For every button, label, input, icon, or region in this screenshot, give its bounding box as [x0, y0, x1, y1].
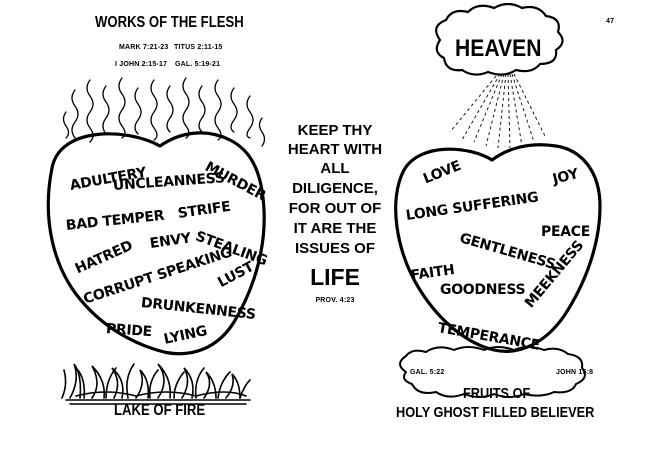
bottom-cloud-icon: [399, 346, 586, 398]
verse-line-3: ALL: [320, 160, 350, 177]
ref-gal-flesh: GAL. 5:19-21: [175, 61, 221, 68]
ref-titus: TITUS 2:11-15: [174, 44, 223, 51]
fruits-of-label: FRUITS OF: [463, 385, 531, 402]
right-heart-shape: [394, 143, 602, 353]
verse-line-5: FOR OUT OF: [288, 200, 382, 217]
verse-line-6: IT ARE THE: [293, 220, 377, 237]
verse-line-1: KEEP THY: [297, 122, 373, 139]
works-of-flesh-title: WORKS OF THE FLESH: [95, 14, 244, 31]
verse-ref-proverbs: PROV. 4:23: [315, 297, 355, 304]
cloud-ref-john: JOHN 15:8: [556, 369, 594, 376]
word-goodness: GOODNESS: [440, 282, 526, 298]
smoke-icon: [62, 77, 266, 147]
word-peace: PEACE: [541, 224, 590, 240]
left-heart-shape: [46, 131, 266, 356]
heaven-label: HEAVEN: [455, 35, 542, 62]
believer-label: HOLY GHOST FILLED BELIEVER: [396, 404, 595, 421]
cloud-ref-gal: GAL. 5:22: [410, 369, 445, 376]
verse-emphasis-life: LIFE: [310, 264, 360, 290]
ref-1-john: I JOHN 2:15-17: [115, 61, 168, 68]
verse-line-2: HEART WITH: [287, 141, 383, 158]
ref-mark: MARK 7:21-23: [119, 44, 169, 51]
heaven-cloud-icon: [435, 2, 564, 76]
flames-icon: [61, 363, 251, 405]
lake-of-fire-label: LAKE OF FIRE: [114, 402, 206, 419]
verse-line-7: ISSUES OF: [294, 240, 376, 257]
verse-line-4: DILIGENCE,: [292, 180, 378, 197]
word-pride: PRIDE: [105, 321, 153, 341]
light-rays-icon: [449, 73, 547, 149]
page-number: 47: [606, 18, 615, 25]
